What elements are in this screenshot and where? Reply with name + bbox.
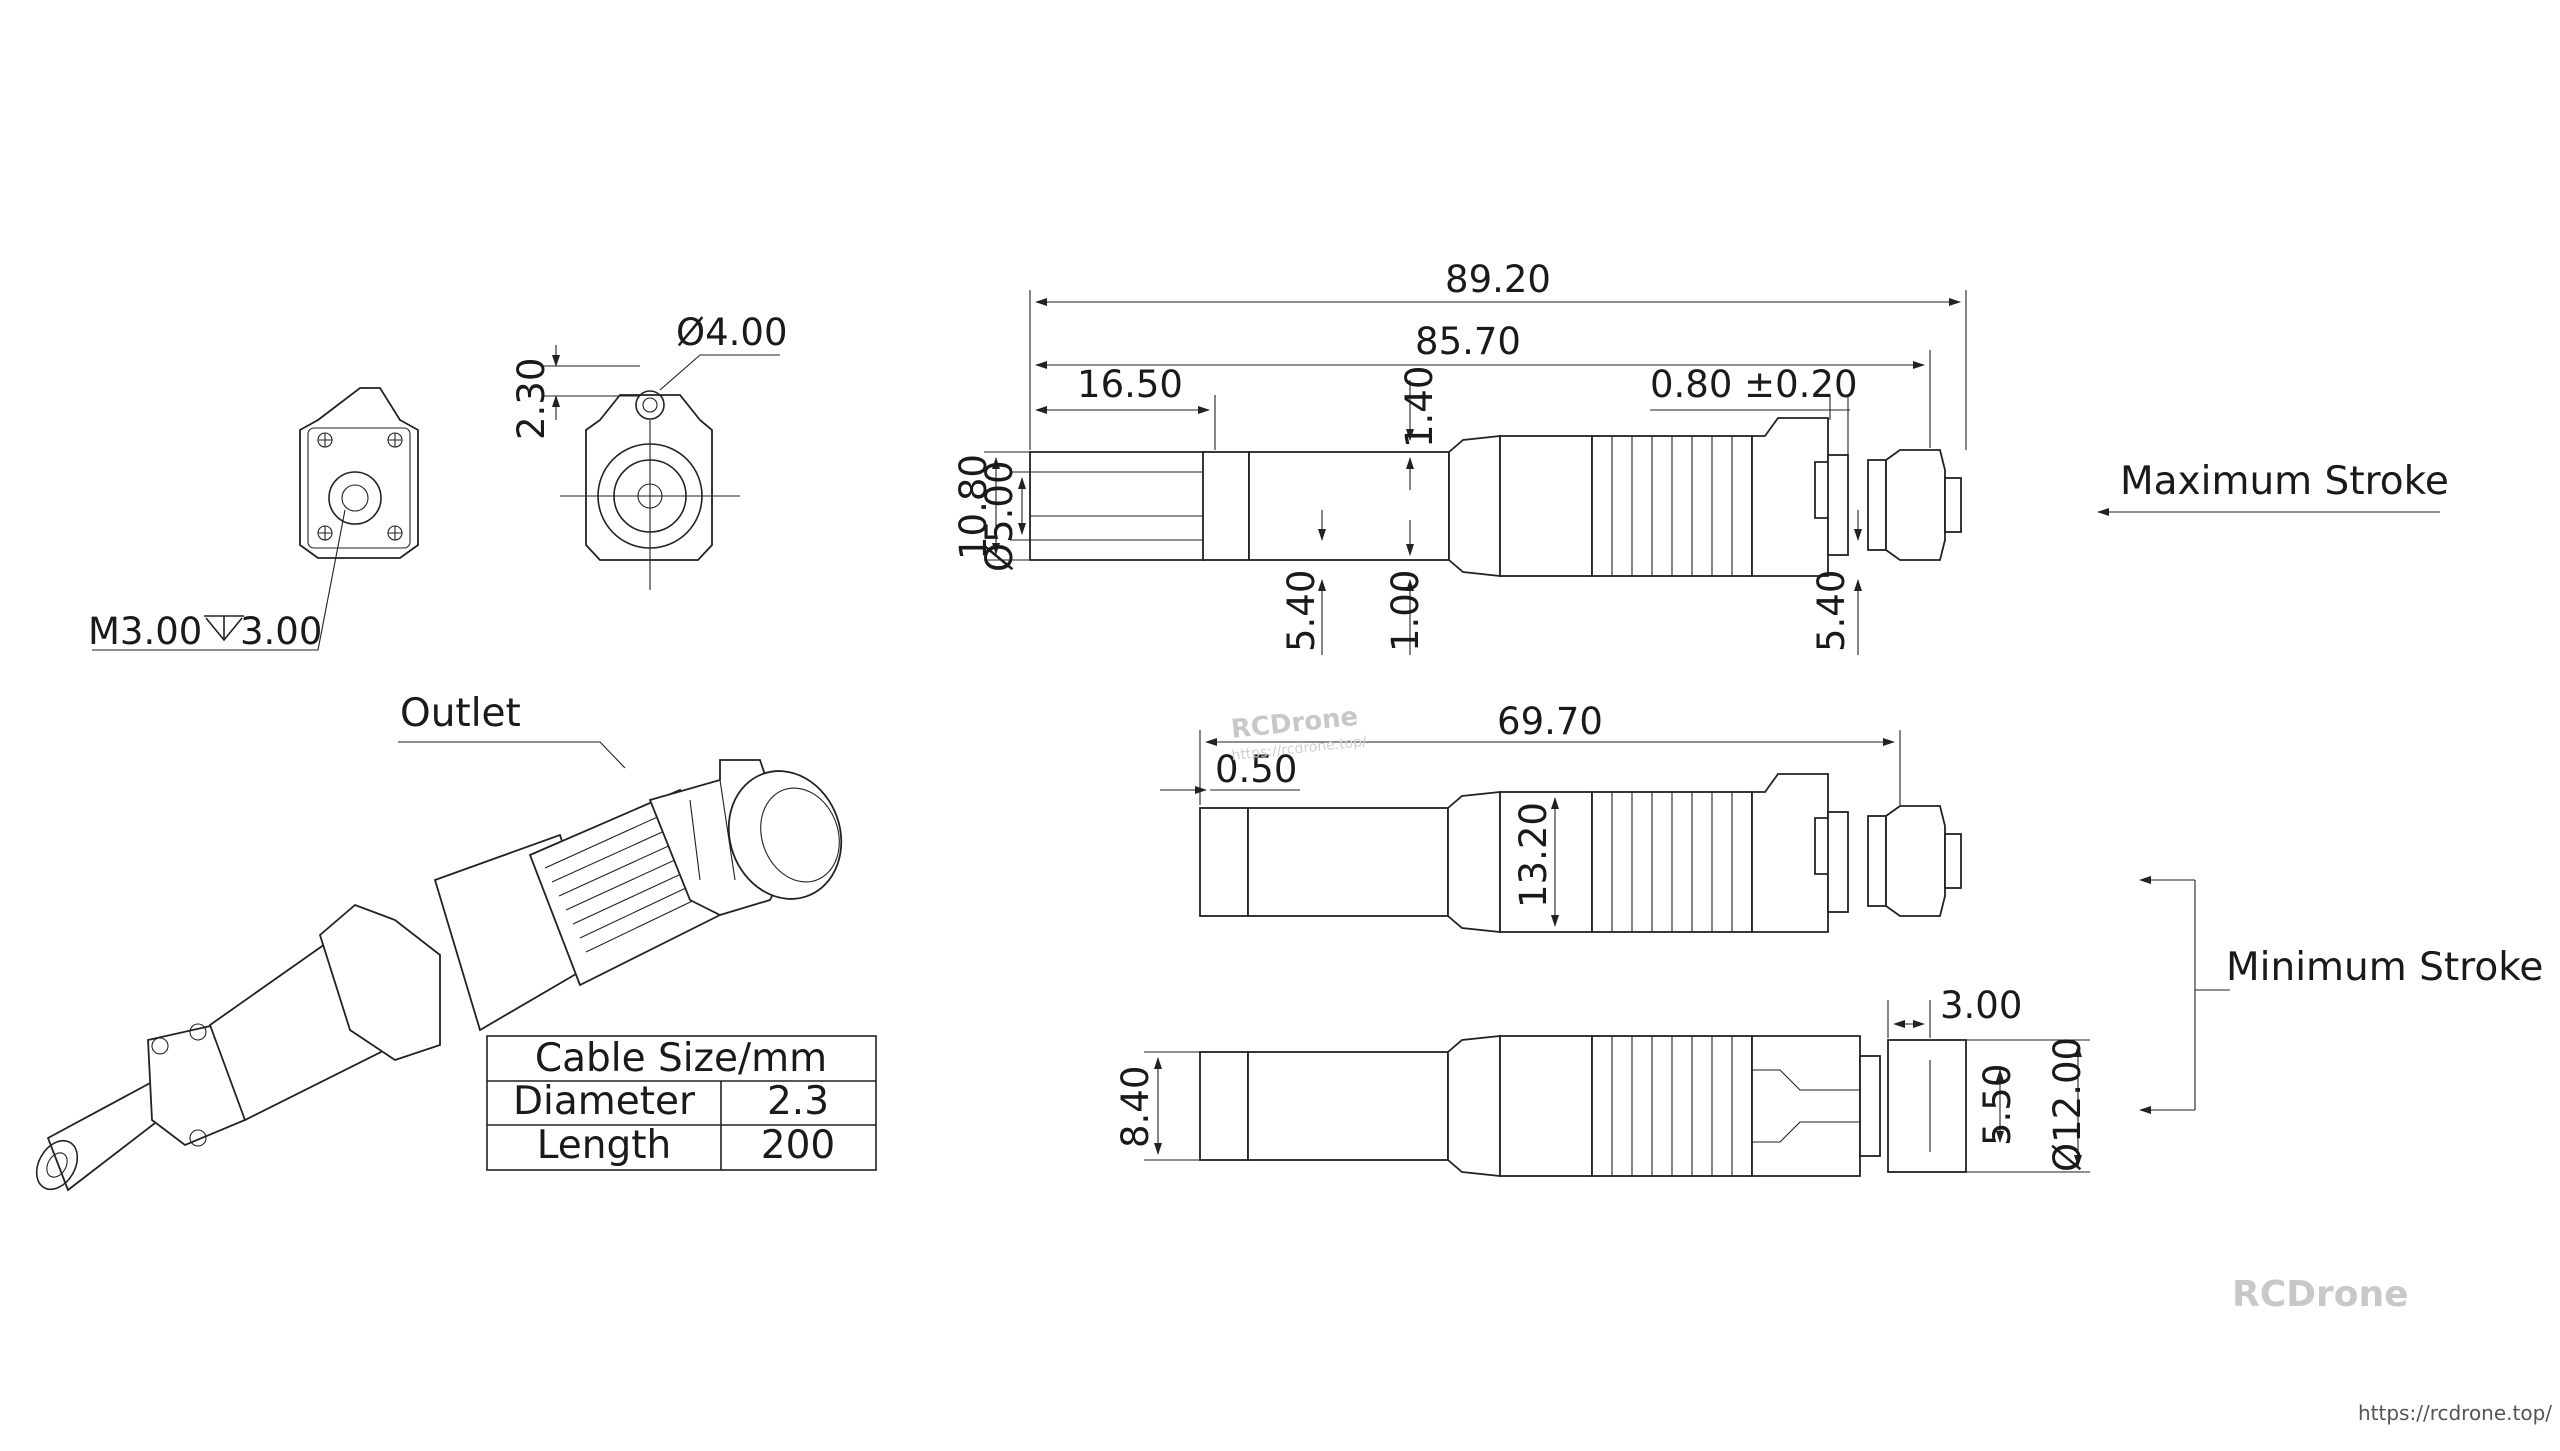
step-top-dim: 1.40 (1398, 366, 1441, 448)
min-stroke-label: Minimum Stroke (2226, 945, 2543, 990)
table-row-value: 2.3 (767, 1079, 829, 1124)
outlet-label: Outlet (400, 691, 521, 736)
lip-dim: 0.50 (1215, 748, 1297, 791)
watermark-corner-brand: RCDrone (2232, 1274, 2409, 1315)
thread-depth: 3.00 (240, 610, 322, 653)
isometric-view: Outlet (35, 691, 843, 1192)
hole-diameter-dim: Ø4.00 (676, 311, 788, 354)
rod-height-dim: 10.80 (952, 454, 995, 560)
cable-size-table: Cable Size/mm Diameter 2.3 Length 200 (486, 1035, 877, 1171)
cap-diameter-dim: Ø12.00 (2046, 1037, 2089, 1172)
table-row-value: 200 (761, 1123, 835, 1168)
cap-width-dim: 3.00 (1940, 984, 2022, 1027)
rod-diameter-dim: Ø5.00 (978, 460, 1021, 572)
inner-dim: 5.50 (1976, 1064, 2019, 1146)
min-stroke-bracket: Minimum Stroke (2139, 876, 2543, 1114)
clip-gap-dim: 0.80 ±0.20 (1650, 363, 1858, 406)
max-stroke-label: Maximum Stroke (2120, 459, 2449, 504)
right-offset-dim: 5.40 (1810, 570, 1853, 652)
end-view: M3.00 3.00 (88, 387, 419, 653)
body-length-dim: 85.70 (1415, 320, 1521, 363)
overall-length-dim: 89.20 (1445, 258, 1551, 301)
min-stroke-view-a: 69.70 0.50 13.20 (1160, 700, 1962, 933)
step-bottom-dim: 1.00 (1384, 570, 1427, 652)
min-stroke-view-b: 8.40 3.00 5.50 Ø12.00 (1114, 984, 2090, 1177)
body-height-dim: 13.20 (1512, 802, 1555, 908)
left-offset-dim: 5.40 (1280, 570, 1323, 652)
rod-length-dim: 16.50 (1077, 363, 1183, 406)
corner-url: https://rcdrone.top/ (2358, 1401, 2552, 1425)
top-view: 2.30 Ø4.00 (510, 311, 788, 590)
top-offset-dim: 2.30 (510, 358, 553, 440)
max-stroke-view: 89.20 85.70 16.50 0.80 ±0.20 10.80 Ø5.00… (952, 258, 2449, 655)
min-rod-height-dim: 8.40 (1114, 1066, 1157, 1148)
table-row-name: Length (537, 1123, 672, 1168)
table-header: Cable Size/mm (535, 1036, 827, 1081)
min-length-dim: 69.70 (1497, 700, 1603, 743)
thread-spec: M3.00 (88, 610, 202, 653)
table-row-name: Diameter (513, 1079, 696, 1124)
